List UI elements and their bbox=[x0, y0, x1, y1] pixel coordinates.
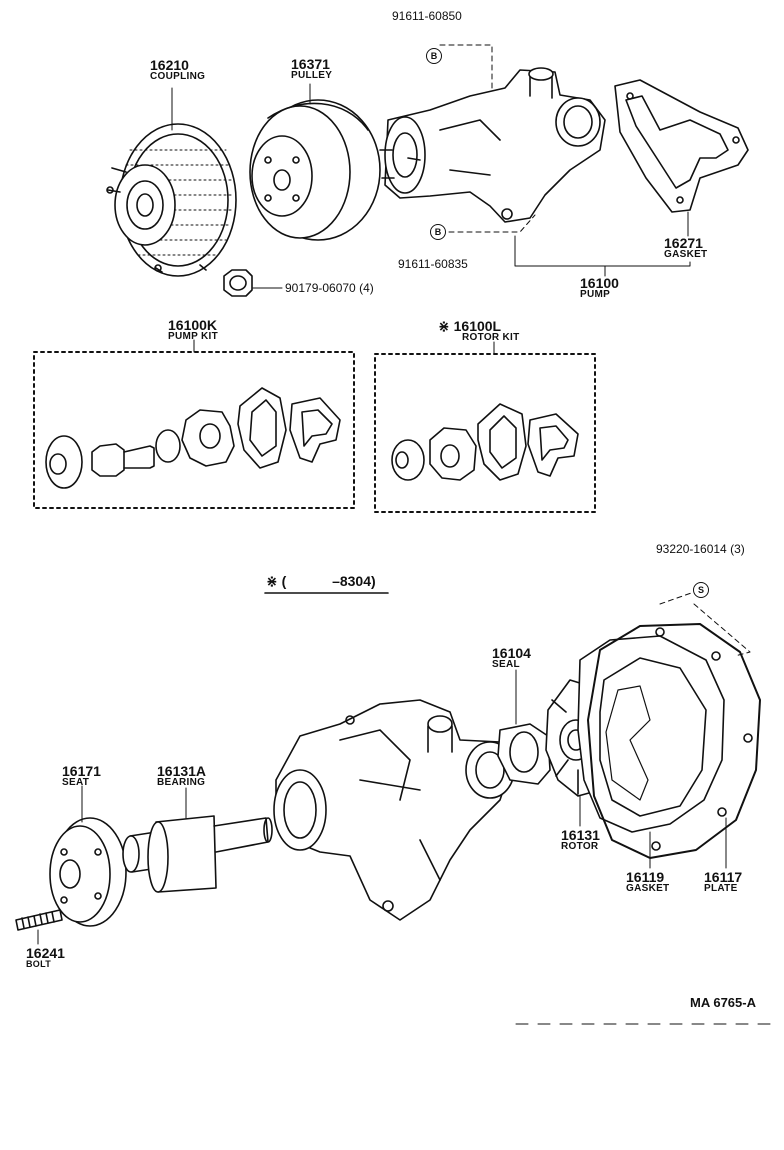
bolt-part-name: BOLT bbox=[26, 959, 52, 969]
pump-kit-part-name: PUMP KIT bbox=[168, 331, 218, 342]
pump-part-name: PUMP bbox=[580, 289, 611, 300]
seat-callout: 16171 SEAT bbox=[62, 764, 101, 788]
gasket-bottom-part-number: 16119 bbox=[626, 869, 665, 885]
cover-gasket-illustration bbox=[577, 635, 725, 833]
bolt-part-number: 16241 bbox=[26, 945, 65, 961]
stud-bottom-marker: B bbox=[430, 224, 446, 240]
pulley-callout: 16371 PULLEY bbox=[291, 57, 332, 81]
bolt-callout: 16241 BOLT bbox=[26, 946, 65, 969]
bearing-part-number: 16131A bbox=[157, 763, 207, 779]
rotor-part-number: 16131 bbox=[561, 827, 600, 843]
fan-coupling-illustration bbox=[106, 123, 237, 277]
range-note: ⋇ ( –8304) bbox=[266, 574, 376, 588]
bearing-part-name: BEARING bbox=[157, 777, 206, 788]
range-note-mark: ⋇ bbox=[266, 573, 278, 589]
pump-kit-part-number: 16100K bbox=[168, 317, 218, 333]
screw-marker: S bbox=[693, 582, 709, 598]
pulley-illustration bbox=[249, 99, 381, 241]
rotor-kit-part-name: ROTOR KIT bbox=[462, 332, 520, 343]
gasket-top-part-number: 16271 bbox=[664, 235, 703, 251]
bearing-illustration bbox=[122, 815, 273, 893]
gasket-top-callout: 16271 GASKET bbox=[664, 236, 707, 260]
water-pump-illustration bbox=[379, 67, 606, 223]
cover-plate-illustration bbox=[587, 623, 761, 859]
seal-illustration bbox=[497, 723, 551, 785]
gasket-bottom-callout: 16119 GASKET bbox=[626, 870, 669, 894]
nut-part-number: 90179-06070 (4) bbox=[285, 281, 374, 295]
stud-top-marker: B bbox=[426, 48, 442, 64]
pump-gasket-illustration bbox=[614, 79, 749, 213]
screw-part-number: 93220-16014 (3) bbox=[656, 542, 745, 556]
pump-part-number: 16100 bbox=[580, 275, 619, 291]
rotor-kit-part-number: 16100L bbox=[453, 318, 502, 334]
plate-callout: 16117 PLATE bbox=[704, 870, 742, 894]
pulley-part-name: PULLEY bbox=[291, 70, 333, 81]
stud-bottom-part-number: 91611-60835 bbox=[398, 257, 468, 271]
seat-part-number: 16171 bbox=[62, 763, 101, 779]
pump-kit-callout: 16100K PUMP KIT bbox=[168, 318, 218, 342]
nut-illustration bbox=[223, 269, 253, 297]
seat-flange-illustration bbox=[49, 817, 127, 927]
coupling-part-number: 16210 bbox=[150, 57, 189, 73]
pump-callout: 16100 PUMP bbox=[580, 276, 619, 300]
coupling-part-name: COUPLING bbox=[150, 71, 206, 82]
pump-housing-illustration bbox=[273, 699, 515, 921]
rotor-part-name: ROTOR bbox=[561, 841, 599, 852]
rotor-kit-mark: ⋇ bbox=[438, 318, 450, 334]
bearing-callout: 16131A BEARING bbox=[157, 764, 206, 788]
gasket-bottom-part-name: GASKET bbox=[626, 883, 670, 894]
bolt-illustration bbox=[15, 909, 63, 931]
range-note-open: ( bbox=[281, 573, 287, 589]
rotor-callout: 16131 ROTOR bbox=[561, 828, 600, 852]
seat-part-name: SEAT bbox=[62, 777, 90, 788]
range-note-value: –8304) bbox=[332, 573, 376, 589]
plate-part-number: 16117 bbox=[704, 869, 743, 885]
rotor-kit-illustration bbox=[391, 403, 579, 481]
gasket-top-part-name: GASKET bbox=[664, 249, 708, 260]
rotor-kit-callout: ⋇ 16100L ROTOR KIT bbox=[438, 319, 520, 343]
coupling-callout: 16210 COUPLING bbox=[150, 58, 205, 82]
figure-code: MA 6765-A bbox=[690, 995, 756, 1010]
pump-kit-illustration bbox=[45, 387, 341, 489]
seal-callout: 16104 SEAL bbox=[492, 646, 531, 670]
plate-part-name: PLATE bbox=[704, 883, 738, 894]
seal-part-number: 16104 bbox=[492, 645, 531, 661]
stud-top-part-number: 91611-60850 bbox=[392, 9, 462, 23]
seal-part-name: SEAL bbox=[492, 659, 520, 670]
pulley-part-number: 16371 bbox=[291, 56, 330, 72]
